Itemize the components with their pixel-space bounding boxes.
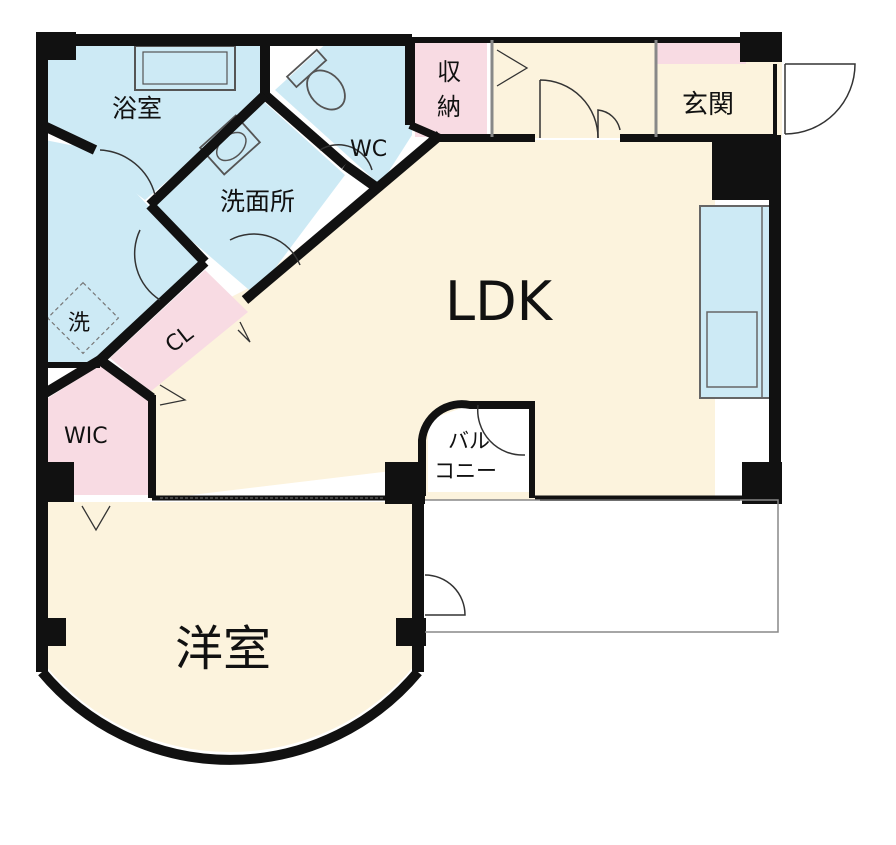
bath-label: 浴室 xyxy=(112,94,162,123)
western-room-floor xyxy=(45,502,415,753)
entrance-label: 玄関 xyxy=(682,90,734,120)
storage-label-line1: 収 xyxy=(437,58,461,86)
laundry-floor xyxy=(45,140,200,365)
western-room-label: 洋室 xyxy=(175,621,271,677)
doors xyxy=(99,63,856,616)
washroom-floor xyxy=(150,100,345,295)
entrance-shelf xyxy=(656,40,746,64)
outdoor-terrace-outline xyxy=(425,499,779,633)
storage-floor xyxy=(415,40,487,137)
ldk-label: LDK xyxy=(445,270,554,333)
storage-label-line2: 納 xyxy=(437,93,461,121)
balcony-label-line1: バル xyxy=(448,429,490,453)
laundry-label: 洗 xyxy=(68,311,90,336)
ldk-floor xyxy=(110,140,715,500)
windows xyxy=(160,497,740,501)
closet-floor xyxy=(110,270,248,392)
pillars xyxy=(36,32,782,646)
washroom-label: 洗面所 xyxy=(220,187,295,216)
kitchen-sink xyxy=(706,311,758,388)
balcony-floor xyxy=(428,405,530,492)
wic-label: WIC xyxy=(64,424,108,449)
opening-markers xyxy=(81,49,529,532)
kitchen-counter xyxy=(699,205,771,399)
washer-spot xyxy=(46,281,120,355)
balcony-label-line2: コニー xyxy=(434,459,497,483)
wc-label: WC xyxy=(350,137,387,162)
